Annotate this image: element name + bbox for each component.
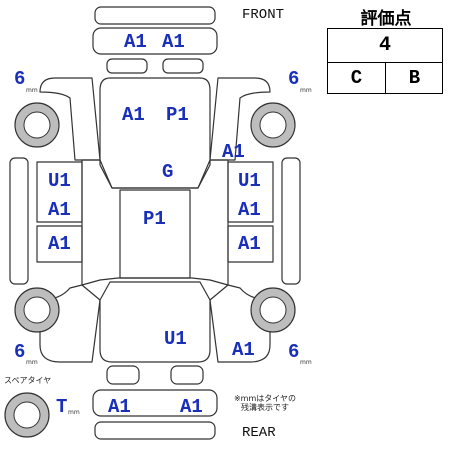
tires (4, 102, 296, 438)
left-side-step-outline (9, 157, 29, 285)
roof-code: P1 (143, 208, 166, 230)
right-side-step-outline (281, 157, 301, 285)
rear-left-light-outline (106, 365, 140, 385)
exterior-score: B (408, 66, 421, 89)
right-rear-quarter-code: A1 (232, 339, 255, 361)
left-rear-door-code: A1 (48, 233, 71, 255)
right-rear-door-outline (227, 225, 274, 263)
front-bumper-outline (94, 6, 216, 25)
cowl-code: G (162, 161, 174, 183)
front-left-tread: 6 (14, 68, 26, 90)
interior-score: C (328, 62, 386, 93)
front-panel-outline (92, 27, 218, 55)
left-rear-door-outline (36, 225, 83, 263)
right-rear-door-code: A1 (238, 233, 261, 255)
rear-bumper-right-code: A1 (180, 396, 203, 418)
hood-left-code: A1 (122, 104, 145, 126)
tread-note-line-2: 残溝表示です (241, 403, 289, 413)
rear-label: REAR (242, 425, 276, 441)
rear-right-tread-unit: mm (300, 359, 312, 366)
spare-tire-tread: T (56, 396, 68, 418)
tread-note-line-1: ※mmはタイヤの (233, 394, 297, 403)
front-right-light-outline (162, 58, 204, 74)
tread-note: ※mmはタイヤの 残溝表示です (225, 394, 305, 412)
spare-tire-label: スペアタイヤ (4, 376, 52, 385)
front-bumper-right-code: A1 (162, 31, 185, 53)
hood-right-code: P1 (166, 104, 189, 126)
score-title: 評価点 (360, 9, 412, 29)
spare-tire-tread-unit: mm (68, 409, 80, 416)
front-left-tread-unit: mm (26, 87, 38, 94)
overall-score: 4 (328, 29, 442, 63)
rear-bumper-left-code: A1 (108, 396, 131, 418)
rear-bumper-lower-outline (94, 421, 216, 440)
trunk-code: U1 (164, 328, 187, 350)
trunk-outline (99, 281, 211, 363)
front-label: FRONT (242, 7, 285, 23)
cabin-outline (81, 159, 229, 286)
rear-right-light-outline (170, 365, 204, 385)
right-front-door-code: A1 (238, 199, 261, 221)
front-left-light-outline (106, 58, 148, 74)
front-bumper-left-code: A1 (124, 31, 147, 53)
front-right-tread-unit: mm (300, 87, 312, 94)
left-front-fender-code: U1 (48, 170, 71, 192)
front-right-tread: 6 (288, 68, 300, 90)
right-front-pillar-code: A1 (222, 141, 245, 163)
left-front-door-outline (36, 161, 83, 223)
right-front-door-outline (227, 161, 274, 223)
rear-left-tread: 6 (14, 341, 26, 363)
score-box: 4 C B (327, 28, 443, 94)
rear-right-tread: 6 (288, 341, 300, 363)
rear-left-tread-unit: mm (26, 359, 38, 366)
left-front-door-code: A1 (48, 199, 71, 221)
hood-outline (99, 77, 211, 189)
roof-outline (119, 189, 191, 279)
right-front-fender-code: U1 (238, 170, 261, 192)
rear-bumper-outline (92, 389, 218, 417)
